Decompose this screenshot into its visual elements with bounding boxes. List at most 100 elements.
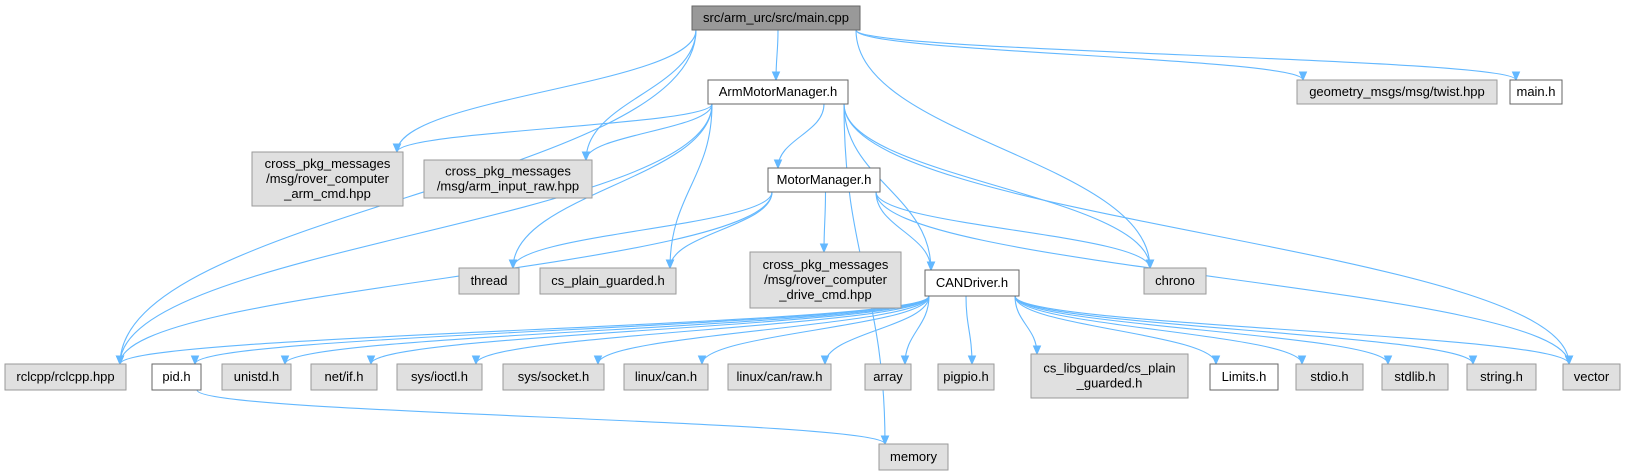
edge-main_cpp-to-arm_input_raw bbox=[585, 29, 697, 161]
node-cs_plain_guarded[interactable]: cs_plain_guarded.h bbox=[539, 267, 677, 295]
node-arm_input_raw-box[interactable] bbox=[423, 159, 593, 199]
node-linux_can_raw[interactable]: linux/can/raw.h bbox=[727, 363, 832, 391]
node-sys_socket-box[interactable] bbox=[502, 363, 605, 391]
edge-can_driver-to-string_h bbox=[1014, 295, 1474, 365]
node-unistd[interactable]: unistd.h bbox=[221, 363, 292, 391]
node-chrono[interactable]: chrono bbox=[1143, 267, 1207, 295]
node-thread-label-line-0: thread bbox=[471, 273, 508, 288]
node-rover_computer_arm_cmd-box[interactable] bbox=[251, 151, 404, 207]
node-limits_h-label-line-0: Limits.h bbox=[1222, 369, 1267, 384]
arrowhead-motor_manager-to-cs_plain_guarded bbox=[665, 259, 675, 270]
node-memory-box[interactable] bbox=[878, 443, 949, 471]
arrowhead-can_driver-to-libguarded bbox=[1032, 345, 1042, 356]
node-main_h-label-line-0: main.h bbox=[1516, 84, 1555, 99]
node-sys_socket-label-line-0: sys/socket.h bbox=[518, 369, 590, 384]
node-rover_computer_drive_cmd-box[interactable] bbox=[749, 251, 902, 309]
arrowhead-main_cpp-to-twist bbox=[1298, 71, 1308, 82]
edge-arm_motor_manager-to-can_driver bbox=[843, 103, 932, 271]
node-net_if-box[interactable] bbox=[310, 363, 378, 391]
node-stdio-label-line-0: stdio.h bbox=[1310, 369, 1348, 384]
edge-arm_motor_manager-to-chrono bbox=[843, 103, 1151, 269]
node-stdio[interactable]: stdio.h bbox=[1295, 363, 1364, 391]
node-net_if[interactable]: net/if.h bbox=[310, 363, 378, 391]
node-sys_ioctl[interactable]: sys/ioctl.h bbox=[396, 363, 483, 391]
node-string_h[interactable]: string.h bbox=[1466, 363, 1537, 391]
node-limits_h-box[interactable] bbox=[1209, 363, 1279, 391]
edge-can_driver-to-linux_can_raw bbox=[824, 295, 930, 365]
node-libguarded[interactable]: cs_libguarded/cs_plain_guarded.h bbox=[1030, 353, 1189, 399]
node-stdlib[interactable]: stdlib.h bbox=[1381, 363, 1449, 391]
node-twist-box[interactable] bbox=[1296, 79, 1498, 105]
node-motor_manager-box[interactable] bbox=[767, 167, 881, 193]
node-string_h-label-line-0: string.h bbox=[1480, 369, 1523, 384]
node-arm_motor_manager-box[interactable] bbox=[707, 79, 849, 105]
node-limits_h[interactable]: Limits.h bbox=[1209, 363, 1279, 391]
node-vector-label-line-0: vector bbox=[1574, 369, 1610, 384]
node-array[interactable]: array bbox=[864, 363, 912, 391]
arrowhead-main_cpp-to-main_h bbox=[1511, 71, 1521, 82]
node-main_h[interactable]: main.h bbox=[1509, 79, 1563, 105]
node-rover_computer_drive_cmd-label-line-1: /msg/rover_computer bbox=[764, 272, 887, 287]
node-pigpio-box[interactable] bbox=[937, 363, 995, 391]
node-linux_can_raw-box[interactable] bbox=[727, 363, 832, 391]
node-stdlib-label-line-0: stdlib.h bbox=[1394, 369, 1435, 384]
node-thread[interactable]: thread bbox=[458, 267, 520, 295]
node-thread-box[interactable] bbox=[458, 267, 520, 295]
node-linux_can-box[interactable] bbox=[623, 363, 709, 391]
node-arm_motor_manager[interactable]: ArmMotorManager.h bbox=[707, 79, 849, 105]
node-stdio-box[interactable] bbox=[1295, 363, 1364, 391]
node-main_cpp[interactable]: src/arm_urc/src/main.cpp bbox=[691, 5, 861, 31]
node-linux_can_raw-label-line-0: linux/can/raw.h bbox=[737, 369, 823, 384]
node-rover_computer_arm_cmd[interactable]: cross_pkg_messages/msg/rover_computer_ar… bbox=[251, 151, 404, 207]
node-array-box[interactable] bbox=[864, 363, 912, 391]
edge-can_driver-to-linux_can bbox=[701, 295, 930, 365]
arrowhead-can_driver-to-vector bbox=[1564, 355, 1574, 366]
node-sys_ioctl-box[interactable] bbox=[396, 363, 483, 391]
node-pid_h-box[interactable] bbox=[151, 363, 202, 391]
node-main_h-box[interactable] bbox=[1509, 79, 1563, 105]
node-cs_plain_guarded-box[interactable] bbox=[539, 267, 677, 295]
node-libguarded-box[interactable] bbox=[1030, 353, 1189, 399]
edge-arm_motor_manager-to-arm_input_raw bbox=[585, 103, 713, 161]
edge-main_cpp-to-chrono bbox=[855, 29, 1151, 269]
node-unistd-box[interactable] bbox=[221, 363, 292, 391]
arrowhead-can_driver-to-sys_ioctl bbox=[471, 355, 481, 366]
node-can_driver-box[interactable] bbox=[924, 269, 1020, 297]
node-linux_can-label-line-0: linux/can.h bbox=[635, 369, 697, 384]
node-motor_manager-label-line-0: MotorManager.h bbox=[777, 172, 872, 187]
node-twist-label-line-0: geometry_msgs/msg/twist.hpp bbox=[1309, 84, 1485, 99]
edge-can_driver-to-limits_h bbox=[1014, 295, 1217, 365]
node-rclcpp-label-line-0: rclcpp/rclcpp.hpp bbox=[16, 369, 114, 384]
node-can_driver[interactable]: CANDriver.h bbox=[924, 269, 1020, 297]
node-rover_computer_drive_cmd-label-line-2: _drive_cmd.hpp bbox=[778, 287, 872, 302]
arrowhead-can_driver-to-net_if bbox=[366, 355, 376, 366]
node-chrono-box[interactable] bbox=[1143, 267, 1207, 295]
node-motor_manager[interactable]: MotorManager.h bbox=[767, 167, 881, 193]
node-rclcpp[interactable]: rclcpp/rclcpp.hpp bbox=[4, 363, 127, 391]
arrowhead-can_driver-to-limits_h bbox=[1211, 355, 1221, 366]
node-vector[interactable]: vector bbox=[1562, 363, 1621, 391]
edge-motor_manager-to-rclcpp bbox=[119, 191, 773, 365]
node-stdlib-box[interactable] bbox=[1381, 363, 1449, 391]
node-linux_can[interactable]: linux/can.h bbox=[623, 363, 709, 391]
node-vector-box[interactable] bbox=[1562, 363, 1621, 391]
node-rclcpp-box[interactable] bbox=[4, 363, 127, 391]
node-arm_input_raw[interactable]: cross_pkg_messages/msg/arm_input_raw.hpp bbox=[423, 159, 593, 199]
edge-motor_manager-to-can_driver bbox=[875, 191, 932, 271]
node-unistd-label-line-0: unistd.h bbox=[234, 369, 280, 384]
node-memory[interactable]: memory bbox=[878, 443, 949, 471]
edge-main_cpp-to-twist bbox=[855, 29, 1304, 81]
arrowhead-motor_manager-to-thread bbox=[508, 259, 518, 270]
arrowhead-can_driver-to-stdio bbox=[1297, 355, 1307, 366]
node-twist[interactable]: geometry_msgs/msg/twist.hpp bbox=[1296, 79, 1498, 105]
node-pigpio[interactable]: pigpio.h bbox=[937, 363, 995, 391]
node-memory-label-line-0: memory bbox=[890, 449, 937, 464]
node-main_cpp-box[interactable] bbox=[691, 5, 861, 31]
node-pid_h[interactable]: pid.h bbox=[151, 363, 202, 391]
node-rover_computer_drive_cmd[interactable]: cross_pkg_messages/msg/rover_computer_dr… bbox=[749, 251, 902, 309]
node-arm_motor_manager-label-line-0: ArmMotorManager.h bbox=[719, 84, 838, 99]
node-string_h-box[interactable] bbox=[1466, 363, 1537, 391]
node-sys_socket[interactable]: sys/socket.h bbox=[502, 363, 605, 391]
edge-motor_manager-to-vector bbox=[875, 191, 1570, 365]
node-rover_computer_drive_cmd-label-line-0: cross_pkg_messages bbox=[763, 257, 889, 272]
